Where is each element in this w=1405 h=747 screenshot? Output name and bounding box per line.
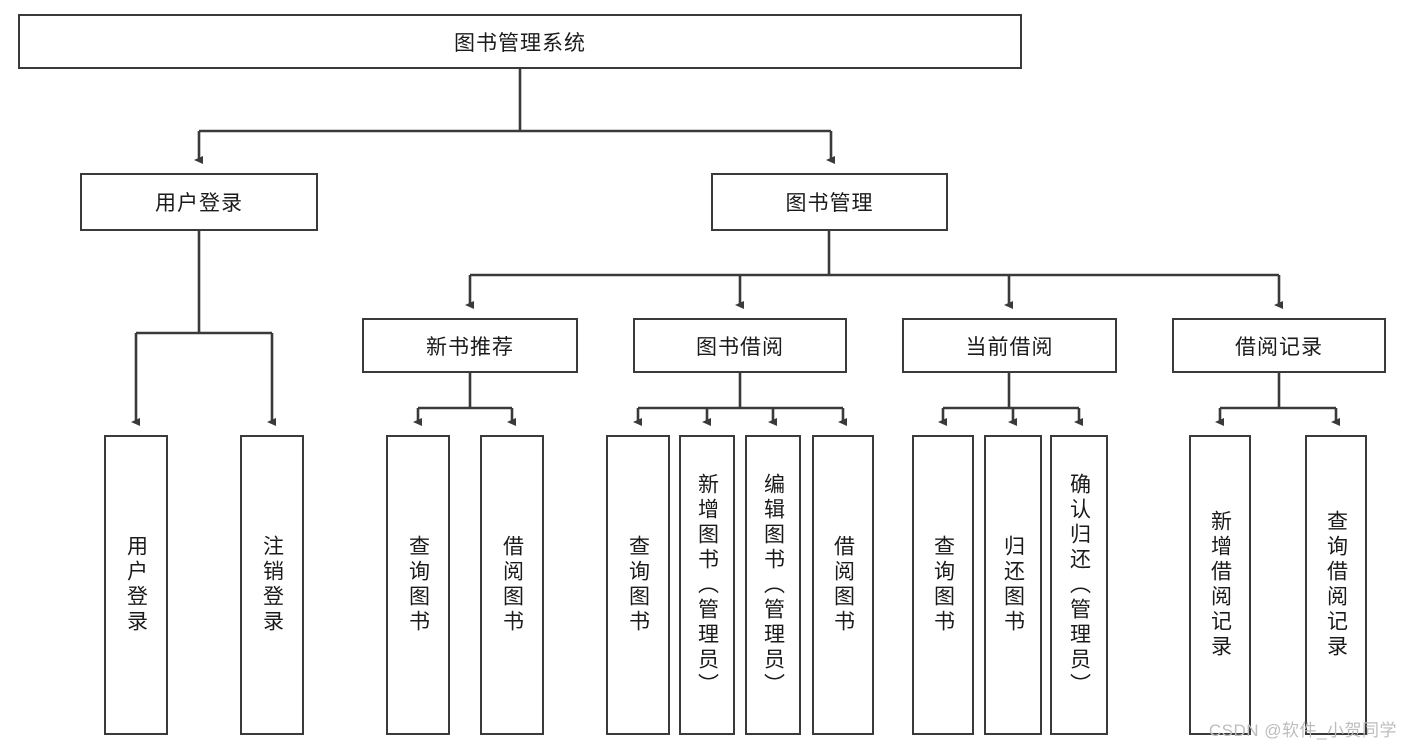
node-leaf-query-book-borrow-label: 查询图书	[626, 535, 650, 635]
node-user-login-label: 用户登录	[155, 192, 243, 215]
node-leaf-return-book-label: 归还图书	[1001, 535, 1025, 635]
node-leaf-query-borrow-record[interactable]: 查询借阅记录	[1305, 435, 1367, 735]
node-leaf-add-book-admin[interactable]: 新增图书（管理员）	[679, 435, 735, 735]
node-leaf-borrow-book[interactable]: 借阅图书	[812, 435, 874, 735]
node-root-label: 图书管理系统	[454, 31, 586, 55]
node-leaf-return-book[interactable]: 归还图书	[984, 435, 1042, 735]
node-leaf-add-borrow-record[interactable]: 新增借阅记录	[1189, 435, 1251, 735]
node-leaf-user-login-label: 用户登录	[124, 535, 148, 635]
node-book-borrow-label: 图书借阅	[696, 335, 784, 359]
node-leaf-confirm-return-admin-label: 确认归还（管理员）	[1067, 472, 1091, 698]
node-book-borrow[interactable]: 图书借阅	[633, 318, 847, 373]
node-book-manage[interactable]: 图书管理	[711, 173, 948, 231]
node-leaf-user-login[interactable]: 用户登录	[104, 435, 168, 735]
node-book-manage-label: 图书管理	[785, 192, 874, 215]
node-leaf-edit-book-admin-label: 编辑图书（管理员）	[761, 472, 785, 698]
node-current-borrow[interactable]: 当前借阅	[902, 318, 1117, 373]
node-leaf-query-book-rec[interactable]: 查询图书	[386, 435, 450, 735]
node-leaf-query-book-borrow[interactable]: 查询图书	[606, 435, 670, 735]
node-leaf-user-logout-label: 注销登录	[260, 535, 284, 635]
node-root[interactable]: 图书管理系统	[18, 14, 1022, 69]
node-borrow-record-label: 借阅记录	[1235, 335, 1323, 359]
node-leaf-add-borrow-record-label: 新增借阅记录	[1208, 510, 1232, 660]
node-leaf-query-book-rec-label: 查询图书	[406, 535, 430, 635]
node-leaf-query-book-current-label: 查询图书	[931, 535, 955, 635]
node-leaf-user-logout[interactable]: 注销登录	[240, 435, 304, 735]
csdn-watermark: CSDN @软件_小贺同学	[1208, 721, 1397, 740]
node-user-login[interactable]: 用户登录	[80, 173, 318, 231]
node-leaf-edit-book-admin[interactable]: 编辑图书（管理员）	[745, 435, 801, 735]
node-current-borrow-label: 当前借阅	[965, 335, 1054, 359]
node-leaf-query-borrow-record-label: 查询借阅记录	[1324, 510, 1348, 660]
node-leaf-borrow-book-rec-label: 借阅图书	[500, 535, 524, 635]
node-leaf-add-book-admin-label: 新增图书（管理员）	[695, 472, 719, 698]
node-borrow-record[interactable]: 借阅记录	[1172, 318, 1386, 373]
node-new-book-rec[interactable]: 新书推荐	[362, 318, 578, 373]
node-leaf-borrow-book-label: 借阅图书	[831, 535, 855, 635]
node-leaf-borrow-book-rec[interactable]: 借阅图书	[480, 435, 544, 735]
node-new-book-rec-label: 新书推荐	[426, 335, 514, 359]
node-leaf-confirm-return-admin[interactable]: 确认归还（管理员）	[1050, 435, 1108, 735]
node-leaf-query-book-current[interactable]: 查询图书	[912, 435, 974, 735]
